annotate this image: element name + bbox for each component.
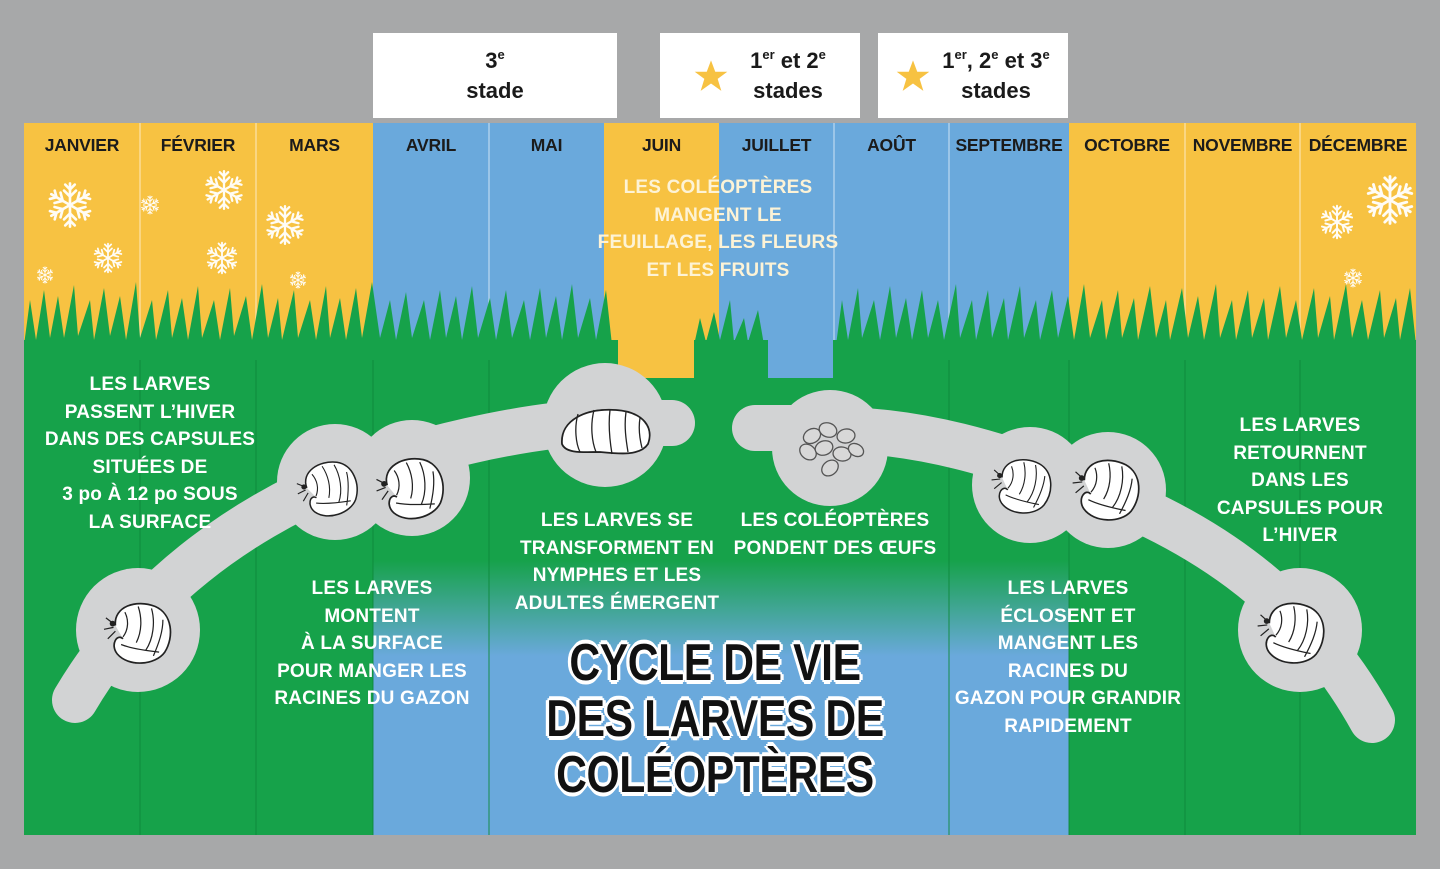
month-label-march: MARS [289, 135, 340, 155]
month-label-september: SEPTEMBRE [955, 135, 1063, 155]
grass-icon [24, 282, 1416, 345]
stage-box-3rd-text: 3e stade [466, 46, 524, 103]
star-icon [896, 59, 930, 91]
month-label-may: MAI [530, 135, 563, 155]
stage-box-1st-2nd-text: 1er et 2e stades [750, 46, 826, 103]
eggs-icon [799, 422, 865, 477]
month-label-january: JANVIER [44, 135, 120, 155]
month-label-june: JUIN [641, 135, 682, 155]
stage-box-1st-2nd: 1er et 2e stades [660, 33, 860, 118]
star-icon [694, 59, 728, 91]
month-label-december: DÉCEMBRE [1308, 135, 1408, 155]
pupa-icon [561, 408, 651, 455]
month-label-august: AOÛT [867, 135, 916, 155]
month-label-october: OCTOBRE [1084, 135, 1170, 155]
month-label-july: JUILLET [741, 135, 812, 155]
month-label-february: FÉVRIER [160, 135, 236, 155]
stage-box-1st-2nd-3rd-text: 1er, 2e et 3e stades [942, 46, 1050, 103]
stage-box-3rd: 3e stade [373, 33, 617, 118]
stage-box-1st-2nd-3rd: 1er, 2e et 3e stades [878, 33, 1068, 118]
month-label-april: AVRIL [405, 135, 457, 155]
month-label-november: NOVEMBRE [1192, 135, 1293, 155]
